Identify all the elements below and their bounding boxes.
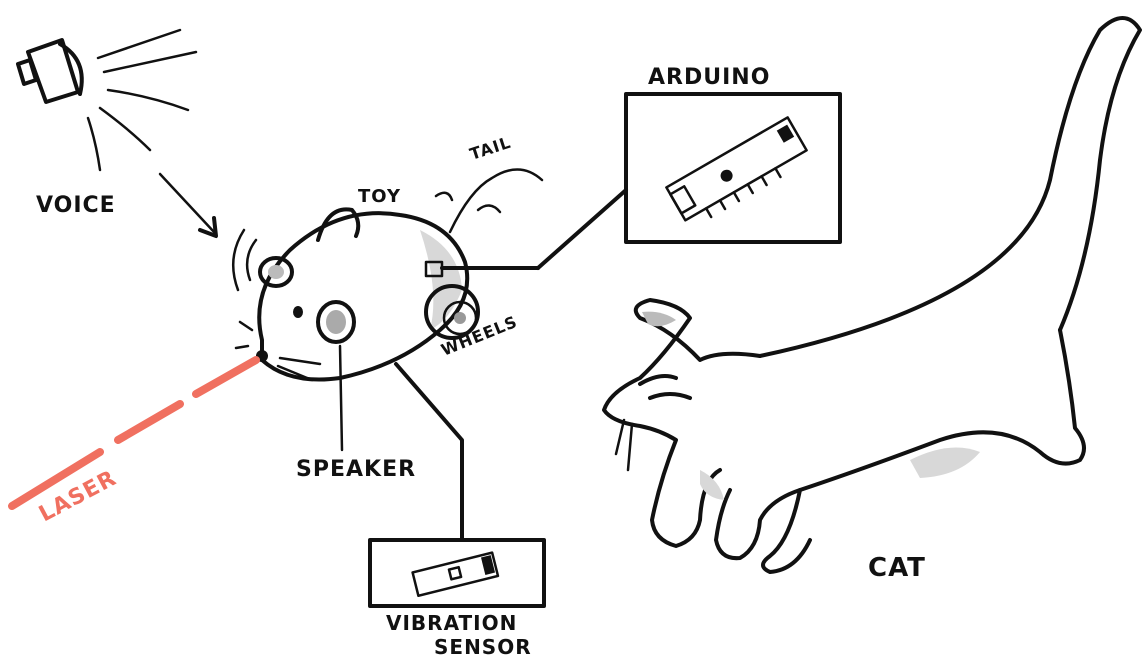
cat-label: CAT: [868, 553, 926, 583]
tail-label: TAIL: [467, 133, 513, 164]
tail: [450, 169, 542, 232]
toy-label: TOY: [358, 186, 401, 207]
vibration-label-line1: VIBRATION: [386, 611, 517, 635]
vibration-sensor-box: [370, 540, 544, 606]
laser-beam: [12, 360, 256, 506]
arduino-board-icon: [666, 117, 811, 229]
eye: [293, 306, 303, 318]
sound-waves: [88, 30, 196, 170]
speaker-leader: [340, 346, 342, 450]
voice-arrow: [160, 174, 216, 236]
megaphone-icon: [18, 40, 82, 102]
speaker-label: SPEAKER: [296, 457, 416, 482]
vibration-label-line2: SENSOR: [434, 635, 532, 659]
sensor-wire: [396, 364, 462, 540]
voice-label: VOICE: [36, 193, 116, 218]
arduino-label: ARDUINO: [648, 65, 770, 90]
cat-drawing: [604, 18, 1140, 572]
sensor-board-icon: [413, 553, 498, 596]
arduino-box: [626, 94, 840, 242]
laser-label: LASER: [35, 466, 121, 527]
